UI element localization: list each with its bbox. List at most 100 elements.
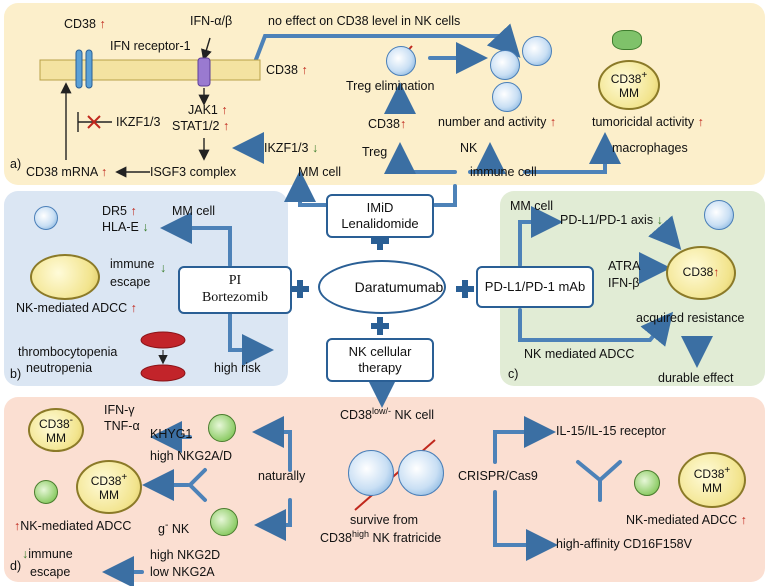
mm-cd38pos-left-mm: MM [99,487,119,502]
cd16-label: high-affinity CD16F158V [556,537,692,551]
arrow-crispr-cd16 [493,490,558,561]
nk-therapy-line2: therapy [358,360,402,375]
naturally-label: naturally [258,469,306,483]
panel-label-b: b) [10,367,22,381]
cd38-mid-label: CD38 ↑ [266,63,308,77]
nk-therapy-box: NK cellular therapy [326,338,434,382]
mm-a-cd38: CD38+ [610,69,648,86]
block-x-icon [87,115,101,129]
pdl1-axis-label: PD-L1/PD-1 axis ↓ [560,213,663,227]
mm-c-cd38: CD38↑ [682,265,720,280]
arrow-merge-left [187,468,207,502]
escape-down-icon: ↓ [160,261,167,275]
arrow-imid-mmcell [284,170,332,207]
stat-label: STAT1/2 ↑ [172,119,230,133]
ifn-receptor-icon [197,57,211,87]
crispr-label: CRISPR/Cas9 [458,469,538,483]
jak1-label: JAK1 ↑ [188,103,228,117]
high-risk-label: high risk [214,361,261,375]
mm-cd38pos-right-mm: MM [702,480,722,495]
nk-adcc-b-label: NK-mediated ADCC ↑ [16,301,137,315]
pi-line2: Bortezomib [201,290,269,305]
gnk-label: g- NK [158,520,190,537]
mm-cd38pos-right: CD38+ MM [678,452,746,508]
mm-cell-a-label: MM cell [298,165,342,179]
immune-cell-label: immune cell [470,165,537,179]
neutro-label: neutropenia [26,361,93,375]
tnfa-label: TNF-α [104,419,140,433]
mm-cell-b-label: MM cell [172,204,216,218]
arrow-ifn-receptor [201,37,212,61]
arrow-pi-mm [160,212,232,267]
panel-label-a: a) [10,157,22,171]
khyg1-cell-icon [208,414,236,442]
arrow-pdl1-adcc [518,308,674,347]
isgf3-label: ISGF3 complex [150,165,237,179]
nk-b-cell-icon [34,206,58,230]
high-nkg2ad-label: high NKG2A/D [150,449,232,463]
ifnb-label: IFN-β [608,276,640,290]
escape-d-label: escape [30,565,71,579]
mm-cd38pos-left: CD38+ MM [76,460,142,514]
nk-cell-icon-2 [522,36,552,66]
mm-cd38neg-label: CD38- [38,414,74,431]
fratricide-cell-2 [398,450,444,496]
nk-a-label: NK [460,141,478,155]
treg-label: Treg [362,145,388,159]
plus-signs [291,232,474,335]
cd38-receptor-icon [75,49,93,89]
no-effect-label: no effect on CD38 level in NK cells [268,14,461,28]
mm-cell-c-label: MM cell [510,199,554,213]
thrombo-label: thrombocytopenia [18,345,118,359]
nk-adcc-c-label: NK mediated ADCC [524,347,635,361]
cd38-nk-label: CD38low/- NK cell [340,406,435,423]
treg-cell-icon [386,46,416,76]
escape-b-label: escape [110,275,151,289]
arrow-naturally-khyg1 [252,416,292,472]
arrow-axis-cd38 [648,215,682,251]
pdl1-label: PD-L1/PD-1 mAb [484,279,586,295]
fratricide-cell-1 [348,450,394,496]
mm-cd38pos-left-label: CD38+ [90,471,128,488]
pdl1-box: PD-L1/PD-1 mAb [476,266,594,308]
gnk-cell-icon [210,508,238,536]
arrow-pdl1-axis [518,206,563,267]
mm-cell-a: CD38+ MM [598,60,660,110]
dr5-label: DR5 ↑ [102,204,137,218]
nk-cell-icon-3 [492,82,522,112]
treg-elim-label: Treg elimination [346,79,435,93]
arrow-crispr-il15 [493,416,556,464]
panel-label-d: d) [10,559,22,573]
mm-cell-c: CD38↑ [666,246,736,300]
ifn-label: IFN-α/β [190,14,233,28]
arrow-immune-nk [468,142,506,174]
ikzf-block-label: IKZF1/3 [116,115,161,129]
daratumumab-oval: Daratumumab [318,260,446,314]
daratumumab-label: Daratumumab [354,278,444,295]
ifn-receptor-label: IFN receptor-1 [110,39,191,53]
pi-box: PI Bortezomib [178,266,292,314]
cd38-treg-label: CD38↑ [368,117,407,131]
arrow-pi-risk [228,308,274,366]
il15-label: IL-15/IL-15 receptor [556,424,666,438]
imid-line2: Lenalidomide [341,216,419,231]
arrow-merge-right [576,460,622,502]
survive-label: survive from [350,513,419,527]
membrane [39,59,261,81]
hlae-label: HLA-E ↓ [102,220,149,234]
nk-d-right-cell-icon [634,470,660,496]
imid-box: IMiD Lenalidomide [326,194,434,238]
number-activity-label: number and activity ↑ [438,115,557,129]
mm-cd38pos-right-label: CD38+ [693,464,731,481]
arrow-naturally-gnk [254,498,292,541]
durable-label: durable effect [658,371,734,385]
tumoricidal-label: tumoricidal activity ↑ [592,115,704,129]
mm-cell-b [30,254,100,300]
nk-therapy-line1: NK cellular [348,344,412,360]
khyg1-label: KHYG1 [150,427,193,441]
low-nkg2a-label: low NKG2A [150,565,215,579]
mm-cd38neg-mm: MM [46,430,66,445]
arrow-imid-immune [433,184,457,207]
nk-adcc-d-label: ↑NK-mediated ADCC [14,519,132,533]
ikzf-down-label: IKZF1/3 ↓ [264,141,319,155]
